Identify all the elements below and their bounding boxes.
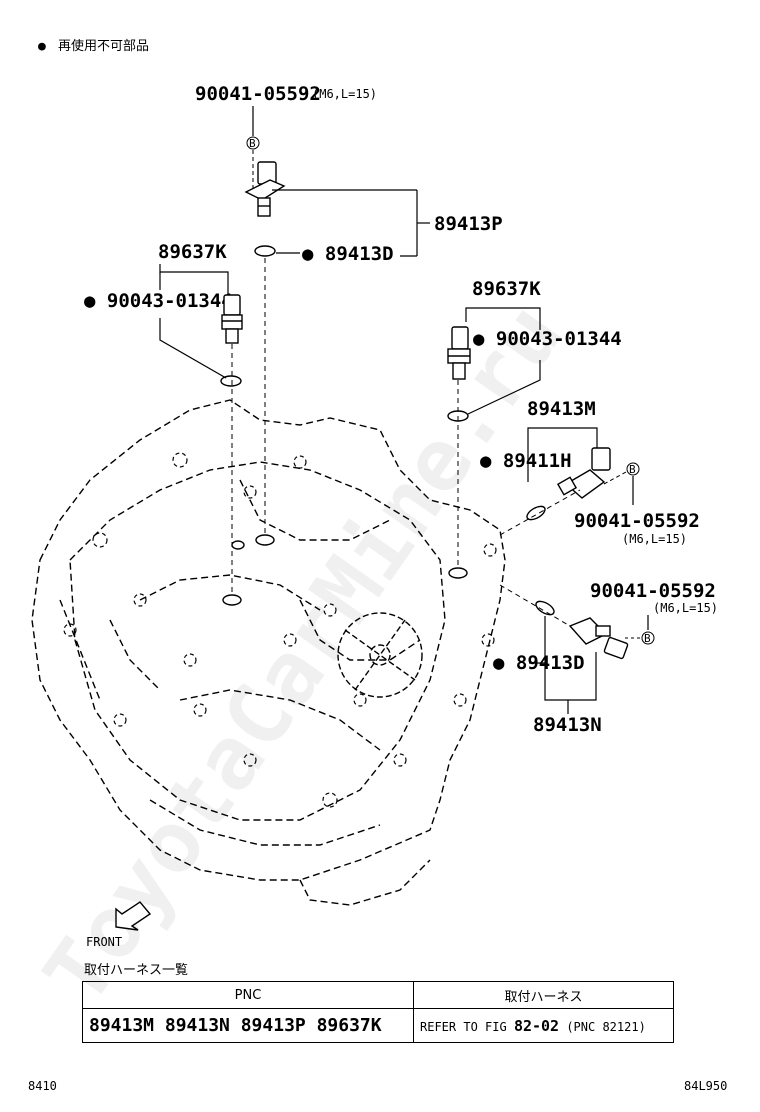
svg-text:B: B [644, 632, 651, 645]
harness-table-header-harness: 取付ハーネス [413, 981, 674, 1009]
oring-left [220, 375, 242, 387]
mounting-holes [222, 534, 468, 606]
harness-table-title: 取付ハーネス一覧 [84, 962, 188, 978]
refer-prefix: REFER TO FIG [420, 1019, 507, 1034]
gasket-low [535, 600, 555, 616]
oring-89411H [526, 505, 546, 521]
label-oring-89411H: ● 89411H [480, 450, 572, 472]
label-bolt-low-spec: (M6,L=15) [653, 601, 718, 615]
harness-table: PNC 取付ハーネス 89413M 89413N 89413P 89637K R… [82, 981, 674, 1043]
oil-pressure-switch-left [221, 294, 243, 344]
label-bolt-mid-spec: (M6,L=15) [622, 532, 687, 546]
svg-text:B: B [249, 137, 256, 150]
label-sensor-89413P: 89413P [434, 213, 503, 235]
gasket-top [254, 245, 276, 257]
label-gasket-low: ● 89413D [493, 652, 585, 674]
refer-figure-link[interactable]: 82-02 [513, 1016, 560, 1035]
front-arrow-icon [115, 901, 152, 931]
bolt-marker-low: B [641, 631, 655, 645]
speed-sensor-89413N [568, 617, 629, 660]
refer-pnc: (PNC 82121) [566, 1019, 646, 1034]
harness-table-reference: REFER TO FIG 82-02 (PNC 82121) [413, 1008, 674, 1043]
reuse-note-bullet: ● [38, 39, 46, 54]
label-sensor-89413N: 89413N [533, 714, 602, 736]
oil-pressure-switch-right [447, 326, 471, 380]
housing-bosses [63, 452, 497, 808]
label-sensor-89413M: 89413M [527, 398, 596, 420]
speed-sensor-89413M [556, 447, 611, 499]
footer-right-code: 84L950 [684, 1079, 727, 1093]
front-label: FRONT [86, 935, 122, 949]
label-gasket-top: ● 89413D [302, 243, 394, 265]
speed-sensor-89413P [244, 161, 286, 217]
bolt-marker-mid: B [626, 462, 640, 476]
output-flange [337, 612, 423, 698]
label-oring-right: ● 90043-01344 [473, 328, 622, 350]
label-oring-left: ● 90043-01344 [84, 290, 233, 312]
label-bolt-mid: 90041-05592 [574, 510, 700, 532]
harness-table-header-pnc: PNC [82, 981, 414, 1009]
label-switch-right: 89637K [472, 278, 541, 300]
transaxle-housing [31, 399, 506, 906]
label-switch-left: 89637K [158, 241, 227, 263]
harness-table-pnc-values: 89413M 89413N 89413P 89637K [82, 1008, 414, 1043]
reuse-note-text: 再使用不可部品 [58, 38, 149, 54]
label-top-bolt-spec: (M6,L=15) [312, 87, 377, 101]
svg-text:B: B [629, 463, 636, 476]
bolt-marker-top: B [246, 136, 260, 150]
label-bolt-low: 90041-05592 [590, 580, 716, 602]
footer-left-code: 8410 [28, 1079, 57, 1093]
label-top-bolt: 90041-05592 [195, 83, 321, 105]
